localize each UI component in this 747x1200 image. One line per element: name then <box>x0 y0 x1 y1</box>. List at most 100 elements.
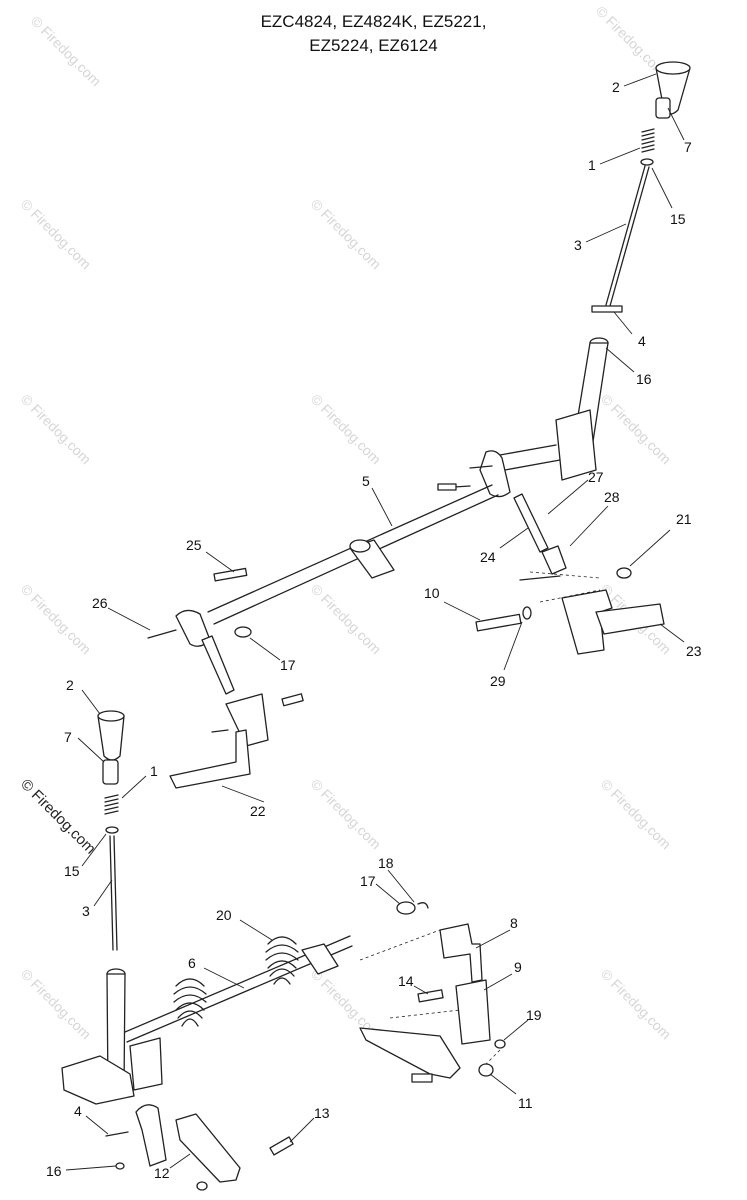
title-line-2: EZ5224, EZ6124 <box>309 36 438 55</box>
nut-part-19 <box>494 1039 506 1049</box>
watermark: © Firedog.com <box>18 581 94 657</box>
callout-27: 27 <box>588 469 604 485</box>
callout-15: 15 <box>670 211 686 227</box>
callout-28: 28 <box>604 489 620 505</box>
upper-assembly <box>147 61 691 789</box>
watermark: © Firedog.com <box>28 13 104 89</box>
clevis-part-28 <box>541 545 567 575</box>
rod-part-3 <box>605 165 650 307</box>
clip-part-18 <box>417 902 429 909</box>
link-part-24 <box>513 493 549 553</box>
callout-2: 2 <box>612 79 620 95</box>
watermark: © Firedog.com <box>18 196 94 272</box>
callout-17: 17 <box>280 657 296 673</box>
shaft-part-6 <box>124 935 353 1043</box>
callout-18: 18 <box>378 855 394 871</box>
bolt-part-14 <box>417 989 444 1003</box>
callout-23: 23 <box>686 643 702 659</box>
callout-14: 14 <box>398 973 414 989</box>
watermark: © Firedog.com <box>598 391 674 467</box>
callout-11: 11 <box>518 1095 533 1111</box>
callout-8: 8 <box>510 915 518 931</box>
callout-7-lower: 7 <box>64 729 72 745</box>
callout-12: 12 <box>154 1165 170 1181</box>
callout-4: 4 <box>638 333 646 349</box>
callout-3: 3 <box>574 237 582 253</box>
assembly-guide-line-lower <box>359 929 501 1065</box>
pedal-part-22 <box>169 693 304 789</box>
callout-21: 21 <box>676 511 692 527</box>
diagram-title: EZC4824, EZ4824K, EZ5221, EZ5224, EZ6124 <box>0 10 747 58</box>
nut-lower <box>196 1181 208 1191</box>
sleeve-part-7 <box>655 97 671 119</box>
pin-part-4 <box>591 305 623 313</box>
clip-part-16-lower <box>115 1162 125 1170</box>
spring-part-1 <box>641 128 655 153</box>
washer-part-15-lower <box>105 826 119 834</box>
sleeve-part-7-lower <box>102 759 119 785</box>
spring-part-1-lower <box>104 794 119 815</box>
title-line-1: EZC4824, EZ4824K, EZ5221, <box>260 12 487 31</box>
watermark: © Firedog.com <box>598 776 674 852</box>
callout-24: 24 <box>480 549 496 565</box>
watermark: © Firedog.com <box>308 196 384 272</box>
callout-29: 29 <box>490 673 506 689</box>
callout-10: 10 <box>424 585 440 601</box>
bolt-part-13 <box>269 1136 294 1156</box>
watermark: © Firedog.com <box>18 391 94 467</box>
shaft-part-5 <box>207 484 499 625</box>
callout-1: 1 <box>588 157 596 173</box>
callout-numbers: 2 7 1 15 3 4 16 5 27 28 24 21 25 10 26 1… <box>46 79 702 1181</box>
washer-part-15 <box>640 158 654 166</box>
watermark: © Firedog.com <box>308 391 384 467</box>
watermark: © Firedog.com <box>18 966 94 1042</box>
callout-17-lower: 17 <box>360 873 376 889</box>
rod-part-3-lower <box>109 835 118 951</box>
callout-20: 20 <box>216 907 232 923</box>
callout-15-lower: 15 <box>64 863 80 879</box>
washer-part-29 <box>522 606 532 620</box>
link-bar <box>359 1027 461 1079</box>
callout-16: 16 <box>636 371 652 387</box>
callout-22: 22 <box>250 803 266 819</box>
callout-5: 5 <box>362 473 370 489</box>
assembly-guide-line <box>529 571 601 603</box>
callout-1-lower: 1 <box>150 763 158 779</box>
watermark: © Firedog.com <box>308 776 384 852</box>
callout-3-lower: 3 <box>82 903 90 919</box>
lever-tube-lower <box>61 968 163 1105</box>
pin-part-4-lower <box>105 1131 129 1137</box>
nut-part-21 <box>616 567 632 579</box>
watermark-dark: © Firedog.com <box>17 776 99 858</box>
arm-part-9 <box>455 979 491 1045</box>
callout-6: 6 <box>188 955 196 971</box>
spring-part-20 <box>173 936 299 1027</box>
callout-13: 13 <box>314 1105 330 1121</box>
callout-4-lower: 4 <box>74 1103 82 1119</box>
watermark: © Firedog.com <box>308 581 384 657</box>
callout-25: 25 <box>186 537 202 553</box>
pedal-bracket-part-23 <box>519 575 665 655</box>
leader-lines <box>65 73 685 1171</box>
nut-part-17-lower <box>396 901 416 915</box>
callout-2-lower: 2 <box>66 677 74 693</box>
knob-part-2-lower <box>97 710 125 761</box>
watermark: © Firedog.com <box>598 966 674 1042</box>
lever-tube-part-16 <box>437 337 609 498</box>
bolt-lower <box>411 1073 433 1083</box>
nut-part-17 <box>234 626 252 638</box>
left-link-rod <box>201 635 235 695</box>
bolt-part-25 <box>213 567 248 582</box>
lower-assembly <box>61 710 506 1191</box>
bolt-part-10 <box>475 613 522 632</box>
arm-part-12 <box>175 1113 241 1183</box>
callout-26: 26 <box>92 595 108 611</box>
lower-bracket <box>135 1104 167 1167</box>
pin-part-26 <box>147 629 177 639</box>
callout-19: 19 <box>526 1007 542 1023</box>
callout-7: 7 <box>684 139 692 155</box>
callout-16-lower: 16 <box>46 1163 62 1179</box>
bracket-part-8 <box>439 923 483 983</box>
callout-9: 9 <box>514 959 522 975</box>
